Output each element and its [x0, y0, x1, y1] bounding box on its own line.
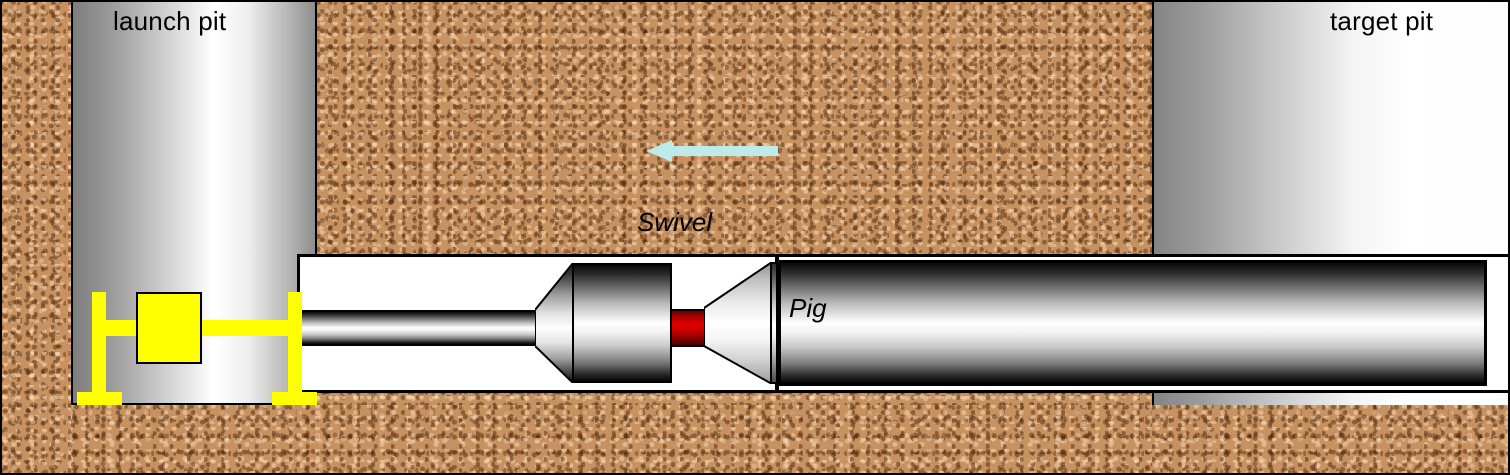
pull-direction-arrow	[646, 138, 778, 164]
reamer-cone	[535, 263, 577, 383]
frame-post-left	[92, 292, 106, 398]
swivel-collar	[670, 309, 706, 347]
drill-rod	[297, 310, 539, 346]
frame-foot-left-overlay	[77, 392, 122, 405]
pig-label: Pig	[789, 293, 827, 323]
reamer-body	[572, 263, 672, 383]
soil-left-edge	[0, 0, 71, 475]
soil-right-edge-strip	[1152, 405, 1510, 475]
pig-body	[778, 260, 1487, 386]
target-pit-label: target pit	[1330, 6, 1434, 36]
soil-between-pits	[317, 0, 1152, 255]
frame-post-right	[288, 292, 302, 398]
launch-pit-label: launch pit	[113, 6, 227, 36]
pig-nose-funnel	[704, 262, 774, 384]
swivel-label: Swivel	[637, 207, 713, 237]
winch-unit	[136, 292, 202, 364]
frame-foot-right-overlay	[272, 392, 317, 405]
soil-foreground-bottom	[0, 405, 1510, 475]
